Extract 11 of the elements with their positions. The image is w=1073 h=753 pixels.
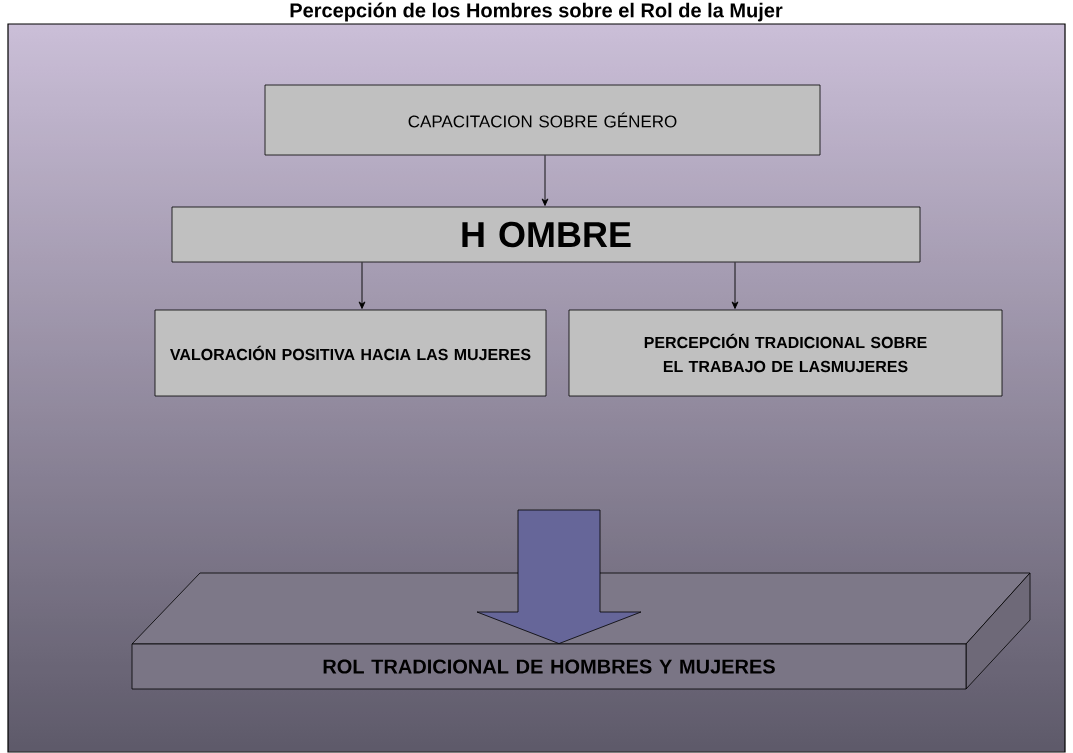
process-box: CAPACITACION SOBRE GÉNERO bbox=[264, 84, 821, 156]
node-label: ROL TRADICIONAL DE HOMBRES Y MUJERES bbox=[323, 659, 775, 674]
arrow bbox=[358, 261, 366, 309]
process-box: VALORACIÓN POSITIVA HACIA LAS MUJERES bbox=[154, 309, 547, 397]
arrow bbox=[731, 261, 739, 309]
process-box: H OMBRE bbox=[171, 206, 921, 263]
slab-box: ROL TRADICIONAL DE HOMBRES Y MUJERES bbox=[131, 572, 1031, 690]
title: Percepción de los Hombres sobre el Rol de la Mujer bbox=[290, 2, 783, 22]
process-box: PERCEPCIÓN TRADICIONAL SOBRE EL TRABAJO DE LASMUJERES bbox=[568, 309, 1003, 397]
arrow bbox=[541, 154, 549, 206]
block-arrow bbox=[476, 509, 642, 644]
